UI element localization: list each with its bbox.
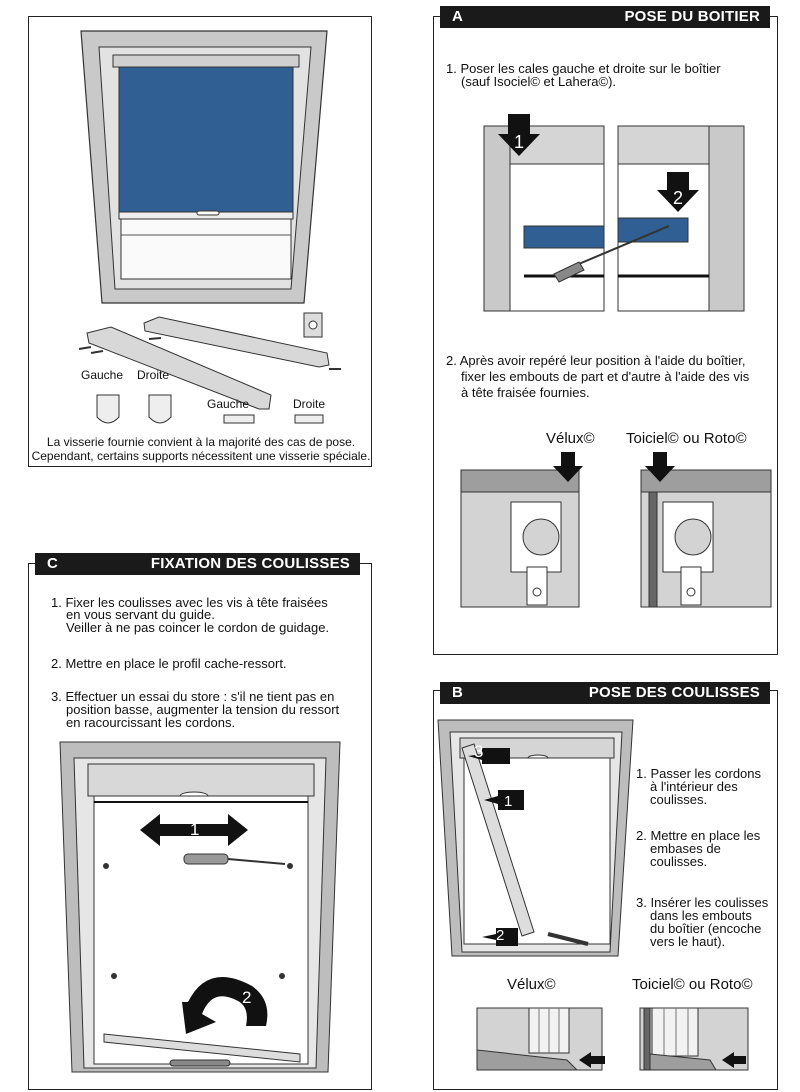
velux-detail-illustration: [460, 452, 583, 608]
section-a-velux-label: Vélux©: [546, 430, 595, 447]
parts-overview-panel: Gauche Droite Gauche Droite La visserie …: [28, 16, 372, 467]
section-c-title: FIXATION DES COULISSES: [150, 555, 350, 572]
section-b-callout-3: 3: [474, 742, 484, 761]
toiciel-detail-illustration: [640, 452, 772, 608]
section-c-letter: C: [47, 555, 58, 572]
section-b-velux-label: Vélux©: [507, 976, 556, 993]
section-c-step2: 2. Mettre en place le profil cache-resso…: [51, 656, 287, 671]
section-b-step1-line1: 1. Passer les cordons: [636, 766, 762, 781]
label-droite-base: Droite: [293, 397, 326, 411]
section-a-header: A POSE DU BOITIER: [440, 6, 770, 28]
section-a-title: POSE DU BOITIER: [624, 8, 760, 25]
toiciel-base-detail: [639, 1007, 749, 1071]
section-b-toiciel-label: Toiciel© ou Roto©: [632, 976, 753, 993]
section-b-title: POSE DES COULISSES: [588, 684, 760, 701]
section-b-callout-2: 2: [496, 927, 505, 944]
section-c-header: C FIXATION DES COULISSES: [35, 553, 360, 575]
box-placement-illustration: [483, 114, 745, 312]
section-a-step2-line2: fixer les embouts de part et d'autre à l…: [461, 369, 750, 384]
section-b-header: B POSE DES COULISSES: [440, 682, 770, 704]
rail-fixing-illustration: [59, 741, 341, 1073]
section-b-callout-1: 1: [504, 793, 513, 810]
section-b-step2-line2: embases de: [650, 841, 721, 856]
section-a-callout-1: 1: [514, 132, 525, 152]
section-b-letter: B: [452, 684, 463, 701]
section-c-step3-line1: 3. Effectuer un essai du store : s'il ne…: [51, 689, 335, 704]
section-b-step2-line1: 2. Mettre en place les: [636, 828, 761, 843]
rail-insertion-illustration: [437, 719, 634, 957]
section-b-step2-line3: coulisses.: [650, 854, 708, 869]
section-c-step3-line3: en racourcissant les cordons.: [66, 715, 236, 730]
velux-base-detail: [476, 1007, 605, 1071]
section-a-step2-line1: 2. Après avoir repéré leur position à l'…: [446, 353, 746, 368]
section-c-step1-line1: 1. Fixer les coulisses avec les vis à tê…: [51, 595, 328, 610]
section-b-step1-line2: à l'intérieur des: [650, 779, 738, 794]
section-a-letter: A: [452, 8, 463, 25]
section-a-step1-line2: (sauf Isociel© et Lahera©).: [461, 74, 617, 89]
section-b-step3-line3: du boîtier (encoche: [650, 921, 762, 936]
section-c-step3-line2: position basse, augmenter la tension du …: [66, 702, 340, 717]
section-c-callout-1: 1: [190, 820, 200, 839]
section-b-step1-line3: coulisses.: [650, 792, 708, 807]
section-b-step3-line2: dans les embouts: [650, 908, 752, 923]
section-a-callout-2: 2: [673, 188, 684, 208]
label-droite-endcap: Droite: [137, 368, 170, 382]
hardware-note-line2: Cependant, certains supports nécessitent…: [31, 449, 371, 463]
label-gauche-endcap: Gauche: [81, 368, 124, 382]
section-c-step1-line2: en vous servant du guide.: [66, 607, 215, 622]
section-b-step3-line4: vers le haut).: [650, 934, 726, 949]
section-c-step1-line3: Veiller à ne pas coincer le cordon de gu…: [66, 620, 330, 635]
window-blind-illustration: [78, 30, 341, 424]
section-b-step3-line1: 3. Insérer les coulisses: [636, 895, 769, 910]
section-a-toiciel-label: Toiciel© ou Roto©: [626, 430, 747, 447]
section-a-step2-line3: à tête fraisée fournies.: [461, 385, 590, 400]
blue-blind-fabric: [118, 66, 294, 213]
hardware-note-line1: La visserie fournie convient à la majori…: [46, 435, 356, 449]
section-a-step1-line1: 1. Poser les cales gauche et droite sur …: [446, 61, 721, 76]
label-gauche-base: Gauche: [207, 397, 250, 411]
section-c-callout-2: 2: [242, 988, 252, 1007]
